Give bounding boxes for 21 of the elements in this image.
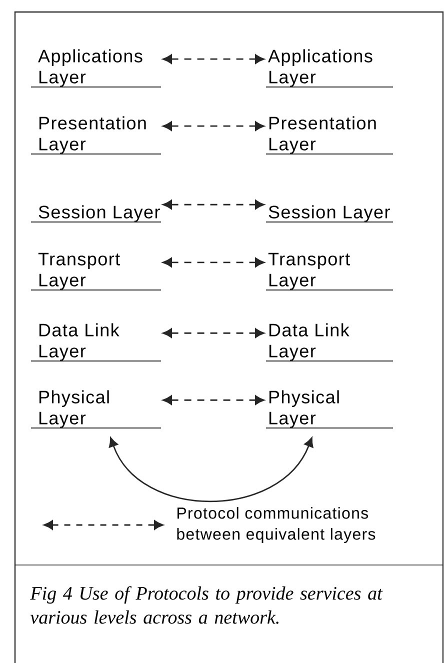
caption: Fig 4 Use of Protocols to provide services at various levels across a network. [30,586,383,624]
layer-label: Data Link Layer [31,323,161,362]
layer-label: Data Link Layer [266,323,393,362]
layer-label: Physical Layer [266,390,393,429]
layer-label: Applications Layer [31,49,161,88]
layer-label: Applications Layer [266,49,393,88]
dashed-arrow [162,54,264,64]
layer-label: Presentation Layer [266,116,393,155]
dashed-arrow [162,328,264,338]
dashed-arrow [162,200,264,210]
dashed-arrow [162,395,264,405]
legend-text: Protocol communications between equivalent layers [177,507,376,543]
layer-label: Session Layer [266,205,393,223]
curved-arrow [108,437,314,502]
layer-label: Transport Layer [31,252,161,291]
layer-label: Presentation Layer [31,116,161,155]
dashed-arrow [162,121,264,131]
dashed-arrow [162,258,264,268]
layer-label: Transport Layer [266,252,393,291]
layer-label: Session Layer [31,205,161,223]
layer-label: Physical Layer [31,390,161,429]
